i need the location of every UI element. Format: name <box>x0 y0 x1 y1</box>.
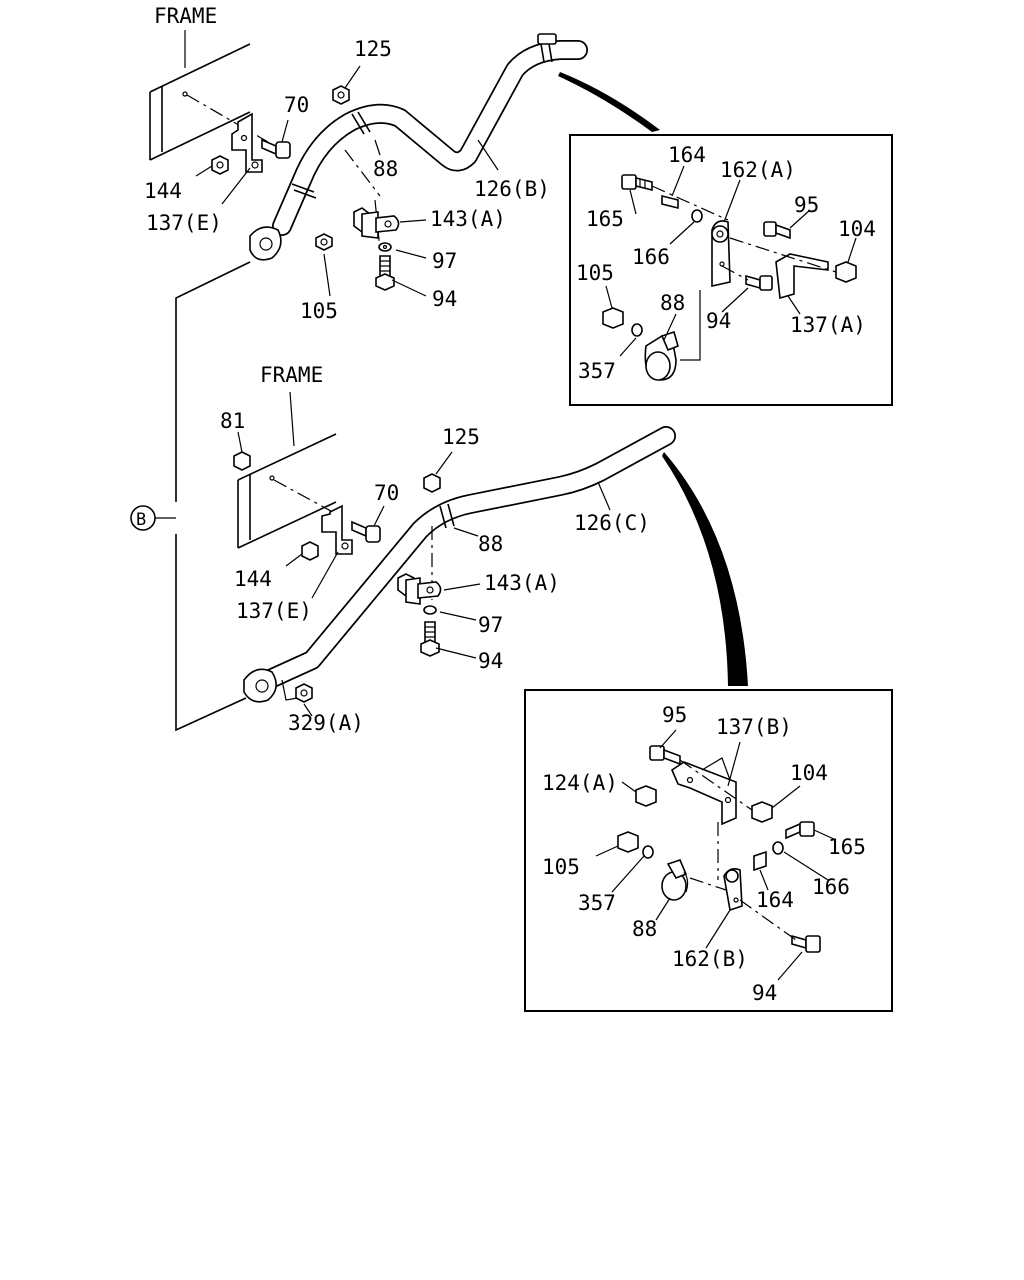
bolt-165-b <box>785 821 815 840</box>
nut-125-top <box>332 85 350 105</box>
clamp-88-a <box>644 330 679 381</box>
pipe-126c <box>243 426 676 703</box>
bolt-95-b <box>649 745 681 766</box>
label-125-top: 125 <box>354 37 392 61</box>
bottom-assembly: FRAME 81 125 70 88 126(C) 144 137(E) 143… <box>220 363 676 735</box>
fasteners-bottom <box>295 605 440 703</box>
pin-164-a <box>661 194 679 210</box>
label-70-bottom: 70 <box>374 481 399 505</box>
label-137e-bottom: 137(E) <box>236 599 312 623</box>
top-assembly: FRAME 125 70 88 126(B) 144 137(E) 143(A)… <box>144 4 588 323</box>
label-88-a: 88 <box>660 291 685 315</box>
detail-b: 95 137(B) 124(A) 104 165 105 166 357 164… <box>524 689 893 1012</box>
reference-marker-b: B <box>136 510 146 530</box>
washer-357-b <box>642 845 654 859</box>
label-144-bottom: 144 <box>234 567 272 591</box>
label-94-top: 94 <box>432 287 457 311</box>
label-88-top: 88 <box>373 157 398 181</box>
label-126c: 126(C) <box>574 511 650 535</box>
label-143a-bottom: 143(A) <box>484 571 560 595</box>
washer-166-a <box>691 209 703 223</box>
label-137b: 137(B) <box>716 715 792 739</box>
washer-166-b <box>772 841 784 855</box>
label-81: 81 <box>220 409 245 433</box>
connector-b: B <box>130 261 251 732</box>
label-94-b: 94 <box>752 981 777 1005</box>
label-164-b: 164 <box>756 888 794 912</box>
bolt-94-b <box>791 934 821 953</box>
nut-104-a <box>835 261 857 283</box>
bracket-137e-bottom <box>321 504 353 555</box>
label-137e-top: 137(E) <box>146 211 222 235</box>
label-105-b: 105 <box>542 855 580 879</box>
label-94-a: 94 <box>706 309 731 333</box>
leaders-top <box>195 65 499 297</box>
bolt-94-a <box>745 274 773 291</box>
label-124a: 124(A) <box>542 771 618 795</box>
nut-125-bottom <box>423 473 441 493</box>
pipe-126b <box>249 33 588 261</box>
label-105-a: 105 <box>576 261 614 285</box>
frame-rail-top <box>149 30 269 161</box>
hanger-143a-bottom <box>397 526 442 605</box>
plate-162b <box>723 868 743 912</box>
label-125-bottom: 125 <box>442 425 480 449</box>
frame-label-bottom: FRAME <box>260 363 323 387</box>
label-165-a: 165 <box>586 207 624 231</box>
callout-arrow-b <box>662 452 748 686</box>
label-95-b: 95 <box>662 703 687 727</box>
frame-label-top: FRAME <box>154 4 217 28</box>
bracket-137e-top <box>231 112 263 173</box>
nut-105-a <box>602 307 624 329</box>
hanger-143a-top <box>344 149 400 251</box>
label-162b: 162(B) <box>672 947 748 971</box>
label-70-top: 70 <box>284 93 309 117</box>
label-94-bottom: 94 <box>478 649 503 673</box>
bracket-137b <box>671 757 737 826</box>
label-126b: 126(B) <box>474 177 550 201</box>
label-162a: 162(A) <box>720 158 796 182</box>
nut-144-bottom <box>301 541 319 561</box>
label-104-a: 104 <box>838 217 876 241</box>
callout-arrow-a <box>558 72 660 132</box>
plate-162a <box>711 220 731 287</box>
nut-105-b <box>617 831 639 853</box>
label-143a-top: 143(A) <box>430 207 506 231</box>
leaders-bottom <box>237 431 611 717</box>
label-88-bottom: 88 <box>478 532 503 556</box>
bolt-165-a <box>621 174 653 192</box>
pin-164-b <box>753 850 767 872</box>
label-144-top: 144 <box>144 179 182 203</box>
label-164-a: 164 <box>668 143 706 167</box>
detail-a: 164 162(A) 165 95 104 166 105 88 94 137(… <box>569 134 893 406</box>
frame-rail-bottom <box>237 391 341 549</box>
washer-357-a <box>631 323 643 337</box>
nut-144-top <box>211 155 229 175</box>
label-95-a: 95 <box>794 193 819 217</box>
nut-104-b <box>751 801 773 823</box>
nut-124a <box>635 785 657 807</box>
bolt-95-a <box>763 221 791 240</box>
label-104-b: 104 <box>790 761 828 785</box>
label-88-b: 88 <box>632 917 657 941</box>
fasteners-top <box>315 233 395 291</box>
label-166-a: 166 <box>632 245 670 269</box>
label-357-a: 357 <box>578 359 616 383</box>
nut-81 <box>233 451 251 471</box>
label-97-bottom: 97 <box>478 613 503 637</box>
label-165-b: 165 <box>828 835 866 859</box>
bolt-70-bottom <box>351 520 381 543</box>
label-166-b: 166 <box>812 875 850 899</box>
label-357-b: 357 <box>578 891 616 915</box>
label-105-top: 105 <box>300 299 338 323</box>
clamp-88-b <box>661 859 689 901</box>
label-329a: 329(A) <box>288 711 364 735</box>
label-97-top: 97 <box>432 249 457 273</box>
bolt-70-top <box>261 138 291 159</box>
label-137a: 137(A) <box>790 313 866 337</box>
